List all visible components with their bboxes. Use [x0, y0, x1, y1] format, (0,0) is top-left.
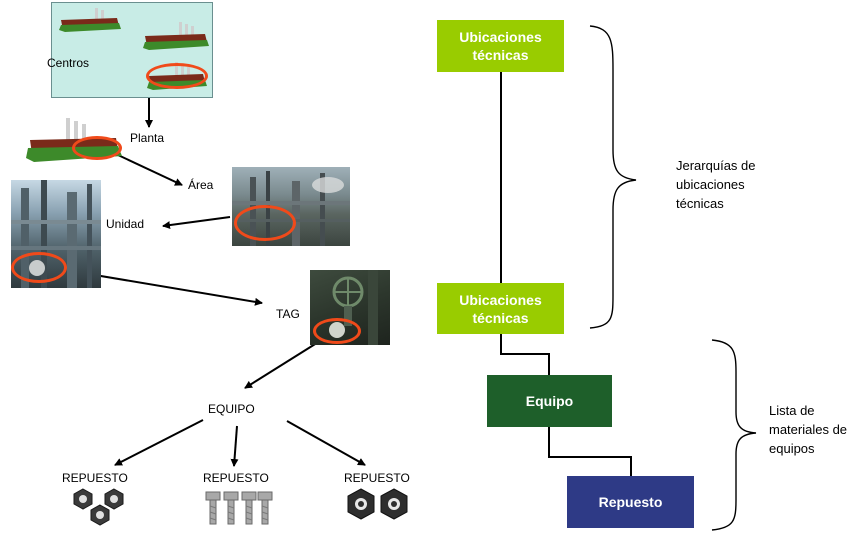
arrow-equipo-repuesto3	[286, 420, 366, 466]
highlight-ring	[313, 318, 361, 344]
connector-equipo-repuesto	[548, 427, 632, 476]
box-repuesto: Repuesto	[567, 476, 694, 528]
label-equipo: EQUIPO	[208, 402, 255, 416]
highlight-ring	[72, 136, 122, 160]
label-tag: TAG	[276, 307, 300, 321]
highlight-ring	[11, 252, 67, 283]
box-ubicaciones-top: Ubicaciones técnicas	[437, 20, 564, 72]
arrow-planta-area	[117, 154, 183, 186]
arrow-equipo-repuesto2	[230, 425, 239, 467]
label-lista-materiales: Lista de materiales de equipos	[769, 403, 848, 456]
hex-nut-icon	[344, 486, 414, 526]
box-ubicaciones-bottom: Ubicaciones técnicas	[437, 283, 564, 334]
arrow-tag-equipo	[244, 340, 321, 389]
label-repuesto-2: REPUESTO	[203, 471, 269, 485]
arrow-equipo-repuesto1	[114, 419, 204, 466]
factory-icon	[59, 8, 121, 32]
highlight-ring	[146, 63, 208, 89]
bolt-icon	[204, 490, 274, 526]
highlight-ring	[234, 205, 296, 241]
brace-jerarquias	[589, 25, 637, 329]
factory-icon	[143, 22, 209, 50]
box-equipo: Equipo	[487, 375, 612, 427]
label-unidad: Unidad	[106, 217, 145, 231]
connector-ubic-equipo	[500, 334, 550, 375]
arrow-area-unidad	[162, 216, 231, 230]
label-repuesto-3: REPUESTO	[344, 471, 410, 485]
label-planta: Planta	[130, 131, 165, 145]
label-centros: Centros	[47, 56, 90, 70]
label-jerarquias: Jerarquías de ubicaciones técnicas	[676, 158, 756, 211]
label-repuesto-1: REPUESTO	[62, 471, 128, 485]
brace-lista	[711, 339, 757, 531]
label-area: Área	[188, 178, 214, 192]
hex-nut-icon	[70, 486, 140, 530]
